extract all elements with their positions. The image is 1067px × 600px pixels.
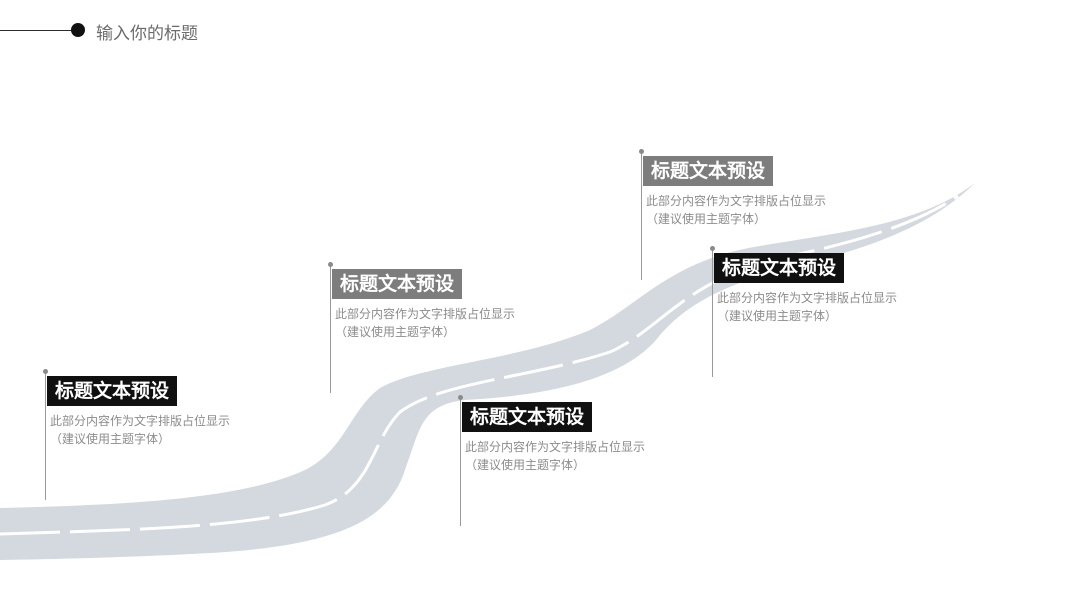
milestone-description: 此部分内容作为文字排版占位显示 （建议使用主题字体） (50, 412, 230, 448)
milestone-stem (330, 265, 331, 393)
description-line: （建议使用主题字体） (717, 309, 838, 323)
description-line: （建议使用主题字体） (646, 212, 767, 226)
milestone-title: 标题文本预设 (643, 156, 774, 186)
milestone-title: 标题文本预设 (47, 376, 178, 406)
description-line: 此部分内容作为文字排版占位显示 (50, 414, 231, 428)
slide-header: 输入你的标题 (0, 18, 300, 44)
description-line: （建议使用主题字体） (465, 458, 586, 472)
milestone-description: 此部分内容作为文字排版占位显示 （建议使用主题字体） (335, 305, 515, 341)
milestone-stem (45, 372, 46, 500)
road-surface (0, 183, 975, 560)
stem-dot-icon (710, 246, 715, 251)
milestone-stem (641, 152, 642, 280)
header-rule (0, 30, 72, 31)
description-line: 此部分内容作为文字排版占位显示 (717, 291, 898, 305)
stem-dot-icon (328, 262, 333, 267)
milestone-title: 标题文本预设 (462, 402, 593, 432)
description-line: 此部分内容作为文字排版占位显示 (465, 440, 646, 454)
description-line: 此部分内容作为文字排版占位显示 (335, 307, 516, 321)
milestone-description: 此部分内容作为文字排版占位显示 （建议使用主题字体） (717, 289, 897, 325)
milestone-description: 此部分内容作为文字排版占位显示 （建议使用主题字体） (646, 192, 826, 228)
description-line: （建议使用主题字体） (335, 325, 456, 339)
milestone-title: 标题文本预设 (332, 269, 463, 299)
milestone-description: 此部分内容作为文字排版占位显示 （建议使用主题字体） (465, 438, 645, 474)
description-line: （建议使用主题字体） (50, 432, 171, 446)
page-title: 输入你的标题 (96, 24, 198, 44)
stem-dot-icon (43, 369, 48, 374)
milestone-title: 标题文本预设 (714, 253, 845, 283)
milestone-stem (460, 398, 461, 526)
stem-dot-icon (458, 395, 463, 400)
header-bullet-icon (71, 23, 85, 37)
milestone-stem (712, 249, 713, 377)
description-line: 此部分内容作为文字排版占位显示 (646, 194, 827, 208)
stem-dot-icon (639, 149, 644, 154)
